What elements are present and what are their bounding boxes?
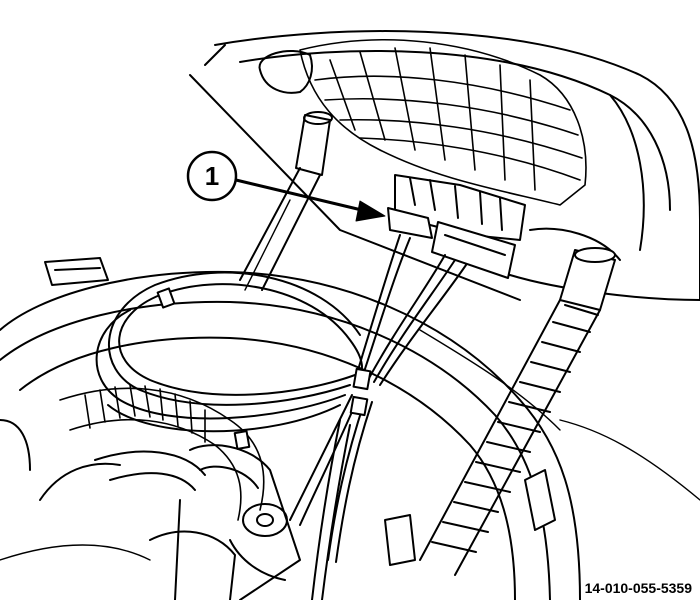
vent-grille [299, 39, 587, 206]
reservoir-canister [0, 257, 581, 600]
corrugated-hose [59, 384, 265, 521]
figure-number: 14-010-055-5359 [584, 580, 692, 596]
threaded-rod [419, 247, 616, 576]
pump-body [39, 444, 301, 600]
callout-1: 1 [186, 150, 386, 222]
callout-circle [186, 150, 238, 202]
module-cover [189, 30, 700, 301]
background-lines [0, 199, 700, 561]
callout-arrowhead [355, 200, 386, 222]
callout-leader-line [234, 178, 372, 214]
wiring-connector [387, 174, 526, 279]
cover-post [239, 50, 333, 291]
wiring-harness [95, 234, 467, 600]
callout-label: 1 [205, 161, 219, 191]
